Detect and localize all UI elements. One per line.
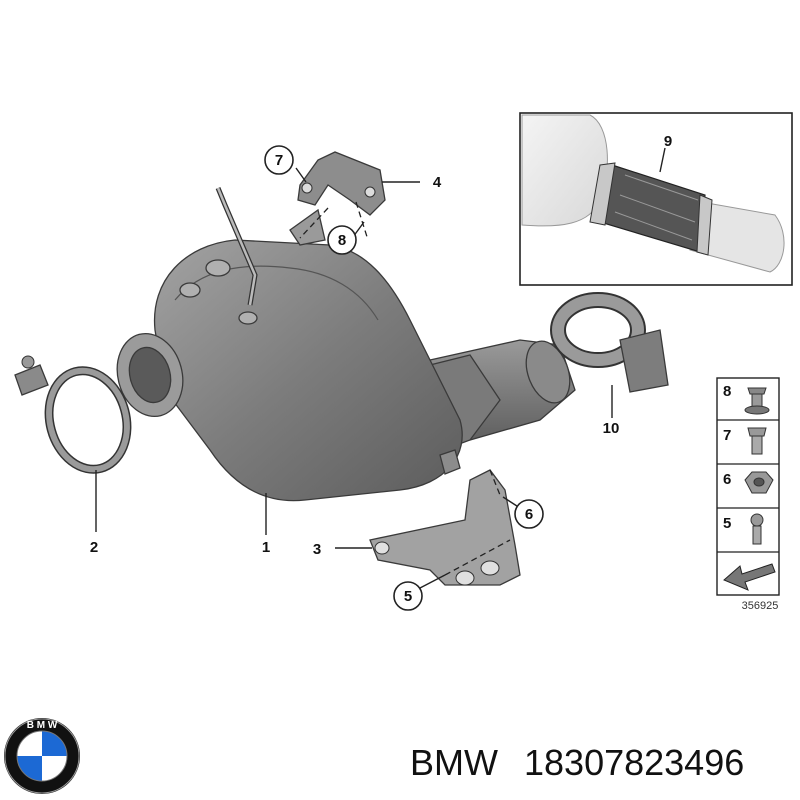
svg-text:4: 4 [433,174,442,191]
svg-text:10: 10 [603,420,620,437]
brand-name: BMW [410,742,498,783]
diagram-code: 356925 [742,600,779,612]
svg-text:3: 3 [313,541,321,558]
svg-text:9: 9 [664,133,672,150]
callout-2: 2 [90,539,98,556]
svg-text:B M W: B M W [27,720,58,731]
legend-item-5: 5 [723,513,764,545]
part-number: 18307823496 [524,742,744,783]
direction-arrow-icon [723,563,776,591]
legend-item-8: 8 [723,383,770,415]
bolt-icon [747,427,767,455]
svg-text:5: 5 [404,588,412,605]
svg-text:6: 6 [723,471,731,488]
callout-3: 3 [313,541,321,558]
inset-decoupling-element [519,112,793,286]
particulate-filter [116,187,576,502]
hex-nut-icon [744,471,774,494]
callout-8: 8 [327,225,357,255]
caption: BMW 18307823496 [410,742,744,783]
callout-10: 10 [603,420,620,437]
fastener-legend: 8 7 6 5 [716,377,780,612]
svg-text:6: 6 [525,506,533,523]
svg-text:5: 5 [723,515,731,532]
svg-text:2: 2 [90,539,98,556]
svg-text:8: 8 [723,383,731,400]
legend-item-6: 6 [723,471,774,494]
screw-icon [750,513,764,545]
lower-bracket [369,469,521,586]
callout-5: 5 [393,581,423,611]
callout-9: 9 [664,133,672,150]
upper-bracket [289,151,386,246]
bmw-logo: B M W [4,718,80,794]
callout-7: 7 [264,145,294,175]
callout-6: 6 [514,499,544,529]
callout-1: 1 [262,539,270,556]
svg-text:7: 7 [275,152,283,169]
flange-bolt-icon [744,387,770,415]
band-clamp [550,292,669,393]
clamp-ring [14,355,132,474]
callout-4: 4 [433,174,442,191]
legend-item-7: 7 [723,427,767,455]
svg-text:8: 8 [338,232,346,249]
svg-text:1: 1 [262,539,270,556]
svg-text:7: 7 [723,427,731,444]
